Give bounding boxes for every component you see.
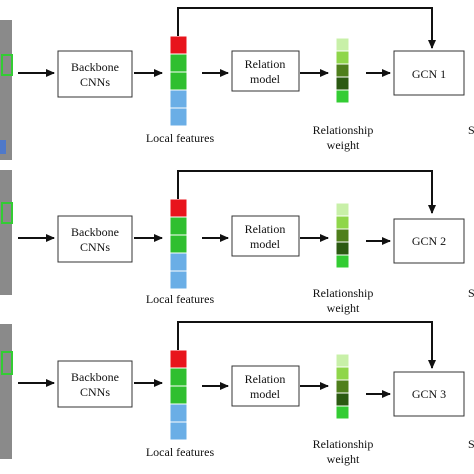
gcn-label: GCN 2 [412, 234, 446, 248]
detection-box [1, 351, 13, 375]
local-feature-stack [169, 35, 188, 127]
relation-model-box [231, 365, 300, 407]
detection-box [0, 140, 6, 154]
gcn-box [393, 50, 465, 96]
relation-label: model [250, 237, 281, 251]
feature-cell [169, 71, 188, 91]
weight-cell [335, 202, 350, 217]
backbone-box [57, 50, 133, 98]
local-feature-stack [169, 198, 188, 290]
relationship-weight-stack [335, 202, 350, 269]
relationship-weight-stack [335, 37, 350, 104]
backbone-label: CNNs [80, 75, 110, 89]
relation-model-box [231, 215, 300, 257]
feature-cell [169, 403, 188, 423]
relationship-weight-label: Relationship [313, 437, 374, 451]
local-features-label: Local features [146, 292, 215, 306]
relationship-weight-label: Relationship [313, 123, 374, 137]
feature-cell [169, 252, 188, 272]
backbone-label: Backbone [71, 370, 119, 384]
relation-label: model [250, 72, 281, 86]
backbone-label: CNNs [80, 240, 110, 254]
local-feature-stack [169, 349, 188, 441]
weight-cell [335, 37, 350, 52]
row-1: Backbone CNNs Local features Relation mo… [0, 7, 474, 160]
backbone-box [57, 215, 133, 263]
detection-box [1, 202, 13, 224]
feature-cell [169, 35, 188, 55]
relationship-weight-label: weight [327, 138, 360, 152]
backbone-label: CNNs [80, 385, 110, 399]
skip-connection-arrow [177, 170, 436, 214]
feature-cell [169, 53, 188, 73]
weight-cell [335, 379, 350, 394]
output-label: S [468, 123, 474, 137]
feature-cell [169, 89, 188, 109]
feature-cell [169, 421, 188, 441]
relation-label: model [250, 387, 281, 401]
output-label: S [468, 437, 474, 451]
relationship-weight-stack [335, 353, 350, 420]
weight-cell [335, 241, 350, 256]
relationship-weight-label: weight [327, 452, 360, 466]
feature-cell [169, 349, 188, 369]
weight-cell [335, 405, 350, 420]
feature-cell [169, 198, 188, 218]
detection-box [1, 54, 13, 76]
output-label: S [468, 286, 474, 300]
feature-cell [169, 270, 188, 290]
backbone-box [57, 360, 133, 408]
weight-cell [335, 215, 350, 230]
relationship-weight-label: weight [327, 301, 360, 315]
photo-thumbnail [0, 20, 12, 160]
local-features-label: Local features [146, 131, 215, 145]
weight-cell [335, 89, 350, 104]
local-features-label: Local features [146, 445, 215, 459]
weight-cell [335, 50, 350, 65]
skip-connection-arrow [177, 321, 436, 369]
weight-cell [335, 76, 350, 91]
gcn-box [393, 218, 465, 264]
feature-cell [169, 107, 188, 127]
weight-cell [335, 392, 350, 407]
weight-cell [335, 353, 350, 368]
weight-cell [335, 366, 350, 381]
gcn-label: GCN 3 [412, 387, 446, 401]
relation-model-box [231, 50, 300, 92]
backbone-label: Backbone [71, 225, 119, 239]
weight-cell [335, 228, 350, 243]
feature-cell [169, 234, 188, 254]
photo-thumbnail [0, 170, 12, 295]
row-3: Backbone CNNs Local features Relation mo… [0, 321, 474, 466]
relationship-weight-label: Relationship [313, 286, 374, 300]
gcn-label: GCN 1 [412, 67, 446, 81]
skip-connection-arrow [177, 7, 436, 49]
photo-thumbnail [0, 324, 12, 459]
weight-cell [335, 254, 350, 269]
relation-label: Relation [245, 222, 286, 236]
backbone-label: Backbone [71, 60, 119, 74]
weight-cell [335, 63, 350, 78]
row-2: Backbone CNNs Local features Relation mo… [0, 170, 474, 315]
gcn-box [393, 371, 465, 417]
feature-cell [169, 385, 188, 405]
feature-cell [169, 367, 188, 387]
relation-label: Relation [245, 372, 286, 386]
feature-cell [169, 216, 188, 236]
relation-label: Relation [245, 57, 286, 71]
